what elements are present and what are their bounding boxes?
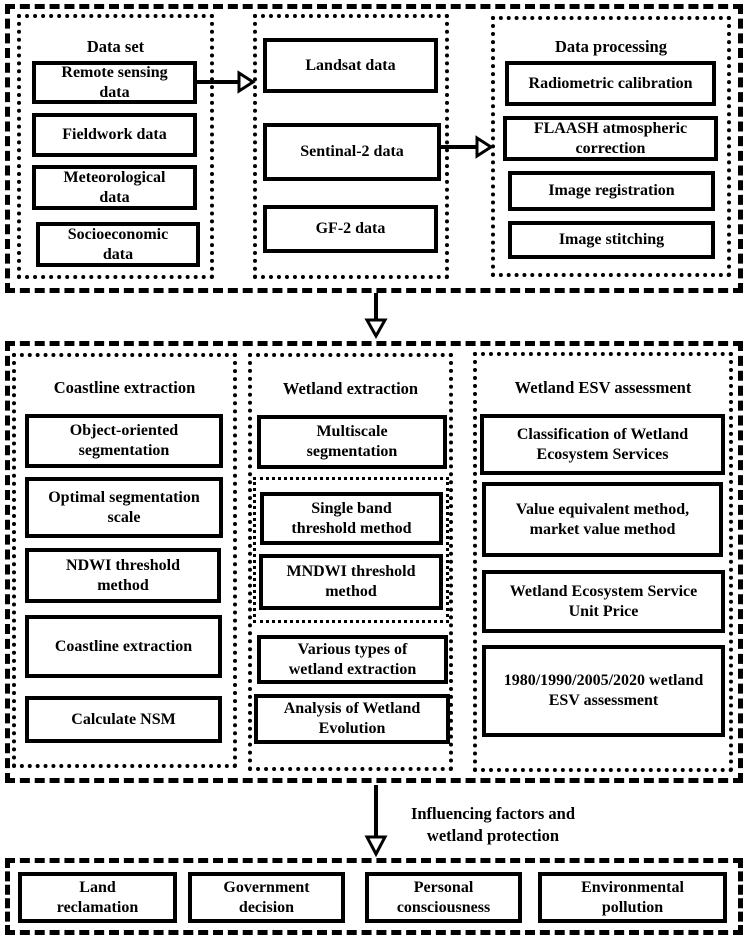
threshold-subgroup-frame: [253, 477, 449, 623]
influencing-factors-label: Influencing factors and wetland protecti…: [410, 804, 576, 846]
box-fieldwork-data: Fieldwork data: [32, 113, 197, 157]
box-environmental-pollution: Environmental pollution: [538, 872, 727, 923]
top-section-frame: [5, 4, 743, 293]
dataset-group-title: Data set: [86, 37, 145, 56]
esv-group-frame: [473, 352, 733, 772]
box-various-wetland-extraction: Various types of wetland extraction: [257, 635, 448, 684]
box-land-reclamation: Land reclamation: [18, 872, 177, 923]
box-object-oriented-segmentation: Object-oriented segmentation: [25, 414, 223, 468]
box-mndwi-threshold: MNDWI threshold method: [259, 554, 443, 610]
wetland-group-frame: [248, 353, 453, 771]
box-ndwi-threshold-method: NDWI threshold method: [25, 548, 221, 603]
box-flaash-correction: FLAASH atmospheric correction: [503, 116, 718, 161]
arrow-right-dataset-to-satellite: [197, 70, 256, 94]
box-coastline-extraction: Coastline extraction: [25, 615, 222, 678]
box-multiscale-segmentation: Multiscale segmentation: [257, 415, 447, 469]
box-analysis-wetland-evolution: Analysis of Wetland Evolution: [254, 694, 450, 744]
arrow-down-middle-to-bottom: [364, 785, 388, 858]
box-value-equivalent-method: Value equivalent method, market value me…: [482, 482, 723, 557]
box-socioeconomic-data: Socioeconomic data: [36, 222, 200, 267]
coastline-group-title: Coastline extraction: [53, 378, 196, 397]
box-optimal-segmentation-scale: Optimal segmentation scale: [25, 477, 223, 538]
coastline-group-frame: [12, 353, 237, 768]
dataset-group-frame: [17, 14, 214, 279]
box-esv-assessment-years: 1980/1990/2005/2020 wetland ESV assessme…: [482, 645, 725, 737]
box-meteorological-data: Meteorological data: [32, 165, 197, 210]
box-radiometric-calibration: Radiometric calibration: [505, 61, 716, 106]
processing-group-title: Data processing: [555, 37, 667, 56]
wetland-group-title: Wetland extraction: [282, 379, 419, 398]
arrow-right-satellite-to-processing: [441, 135, 494, 159]
box-single-band-threshold: Single band threshold method: [260, 492, 443, 545]
esv-group-title: Wetland ESV assessment: [514, 378, 692, 397]
bottom-section-frame: [5, 858, 743, 935]
middle-section-frame: [5, 341, 743, 783]
box-sentinal-2-data: Sentinal-2 data: [263, 123, 441, 181]
arrow-down-top-to-middle: [364, 293, 388, 340]
box-landsat-data: Landsat data: [263, 38, 438, 93]
box-wetland-service-unit-price: Wetland Ecosystem Service Unit Price: [482, 570, 725, 633]
box-government-decision: Government decision: [188, 872, 345, 923]
box-image-stitching: Image stitching: [508, 221, 715, 259]
box-image-registration: Image registration: [508, 171, 715, 211]
processing-group-frame: [491, 16, 731, 277]
box-personal-consciousness: Personal consciousness: [365, 872, 522, 923]
box-gf-2-data: GF-2 data: [263, 205, 438, 253]
box-classification-wetland-services: Classification of Wetland Ecosystem Serv…: [480, 414, 725, 475]
box-calculate-nsm: Calculate NSM: [25, 696, 222, 743]
box-remote-sensing-data: Remote sensing data: [32, 61, 197, 104]
